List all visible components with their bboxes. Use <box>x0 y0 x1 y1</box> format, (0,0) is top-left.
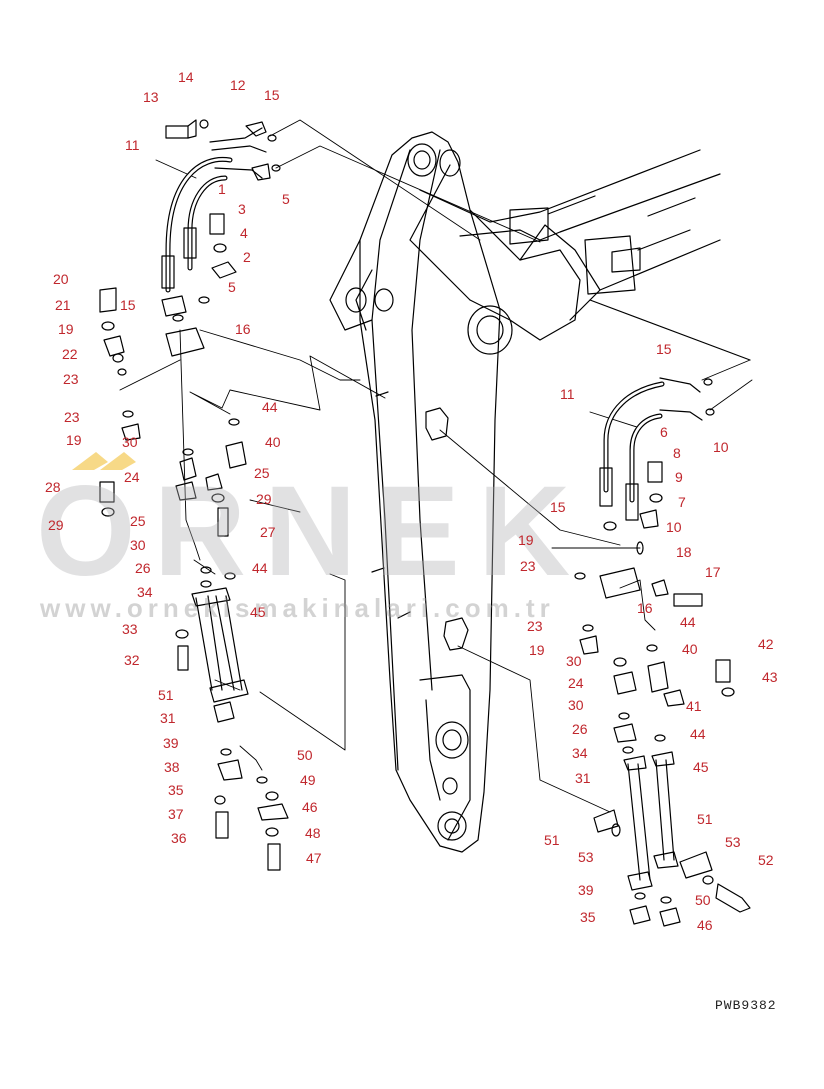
callout-label: 23 <box>63 371 79 387</box>
callout-label: 23 <box>520 558 536 574</box>
callout-label: 10 <box>713 439 729 455</box>
callout-label: 13 <box>143 89 159 105</box>
callout-label: 41 <box>686 698 702 714</box>
callout-label: 23 <box>64 409 80 425</box>
callout-label: 8 <box>673 445 681 461</box>
callout-label: 28 <box>45 479 61 495</box>
callout-label: 35 <box>580 909 596 925</box>
callout-label: 21 <box>55 297 71 313</box>
callout-label: 7 <box>678 494 686 510</box>
callout-label: 12 <box>230 77 246 93</box>
callout-label: 15 <box>120 297 136 313</box>
callout-label: 44 <box>680 614 696 630</box>
callout-label: 38 <box>164 759 180 775</box>
callout-label: 51 <box>544 832 560 848</box>
callout-label: 34 <box>572 745 588 761</box>
callout-label: 22 <box>62 346 78 362</box>
callout-label: 23 <box>527 618 543 634</box>
callout-label: 19 <box>518 532 534 548</box>
callout-label: 31 <box>160 710 176 726</box>
callout-label: 15 <box>264 87 280 103</box>
callout-label: 20 <box>53 271 69 287</box>
callout-label: 16 <box>637 600 653 616</box>
callout-label: 14 <box>178 69 194 85</box>
callout-label: 27 <box>260 524 276 540</box>
callout-label: 29 <box>48 517 64 533</box>
callout-label: 45 <box>693 759 709 775</box>
callout-label: 46 <box>697 917 713 933</box>
callout-label: 34 <box>137 584 153 600</box>
callout-label: 32 <box>124 652 140 668</box>
callout-label: 19 <box>58 321 74 337</box>
callout-label: 45 <box>250 604 266 620</box>
callout-label: 48 <box>305 825 321 841</box>
watermark-url: www.ornekismakinalari.com.tr <box>40 593 555 623</box>
callout-label: 10 <box>666 519 682 535</box>
callout-label: 40 <box>265 434 281 450</box>
callout-label: 19 <box>66 432 82 448</box>
callout-label: 30 <box>568 697 584 713</box>
callout-label: 26 <box>572 721 588 737</box>
callout-label: 35 <box>168 782 184 798</box>
callout-label: 30 <box>130 537 146 553</box>
callout-label: 53 <box>725 834 741 850</box>
callout-label: 49 <box>300 772 316 788</box>
callout-label: 24 <box>124 469 140 485</box>
callout-label: 18 <box>676 544 692 560</box>
callout-label: 37 <box>168 806 184 822</box>
callout-label: 30 <box>122 434 138 450</box>
watermark-chevron-icon <box>72 452 136 470</box>
frame-outline <box>419 149 751 361</box>
callout-label: 52 <box>758 852 774 868</box>
callout-label: 5 <box>282 191 290 207</box>
callout-label: 1 <box>218 181 226 197</box>
right-hose-assembly <box>574 377 751 927</box>
watermark-brand: ORNEK <box>36 460 589 603</box>
callout-label: 24 <box>568 675 584 691</box>
callout-label: 5 <box>228 279 236 295</box>
callout-label: 11 <box>560 386 575 402</box>
callout-label: 19 <box>529 642 545 658</box>
callout-label: 51 <box>697 811 713 827</box>
callout-label: 17 <box>705 564 721 580</box>
callout-label: 44 <box>252 560 268 576</box>
callout-label: 50 <box>695 892 711 908</box>
drawing-code: PWB9382 <box>715 998 777 1013</box>
callout-label: 6 <box>660 424 668 440</box>
callout-label: 3 <box>238 201 246 217</box>
callout-label: 33 <box>122 621 138 637</box>
callout-label: 2 <box>243 249 251 265</box>
callout-label: 40 <box>682 641 698 657</box>
callout-label: 4 <box>240 225 248 241</box>
leader-lines <box>119 119 753 813</box>
callout-label: 30 <box>566 653 582 669</box>
callout-label: 15 <box>656 341 672 357</box>
callout-label: 53 <box>578 849 594 865</box>
callout-label: 51 <box>158 687 174 703</box>
boom-arm <box>329 131 601 853</box>
callout-label: 44 <box>262 399 278 415</box>
callout-label: 36 <box>171 830 187 846</box>
callout-label: 26 <box>135 560 151 576</box>
callout-label: 44 <box>690 726 706 742</box>
callout-label: 25 <box>254 465 270 481</box>
callout-label: 11 <box>125 137 140 153</box>
callout-label: 42 <box>758 636 774 652</box>
callout-label: 39 <box>163 735 179 751</box>
left-hose-assembly <box>99 119 289 871</box>
callout-label: 43 <box>762 669 778 685</box>
callout-label: 29 <box>256 491 272 507</box>
callout-label: 39 <box>578 882 594 898</box>
callout-label: 16 <box>235 321 251 337</box>
callout-label: 25 <box>130 513 146 529</box>
callout-label: 31 <box>575 770 591 786</box>
callout-label: 50 <box>297 747 313 763</box>
callout-label: 47 <box>306 850 322 866</box>
callout-label: 46 <box>302 799 318 815</box>
callout-label: 9 <box>675 469 683 485</box>
callout-label: 15 <box>550 499 566 515</box>
